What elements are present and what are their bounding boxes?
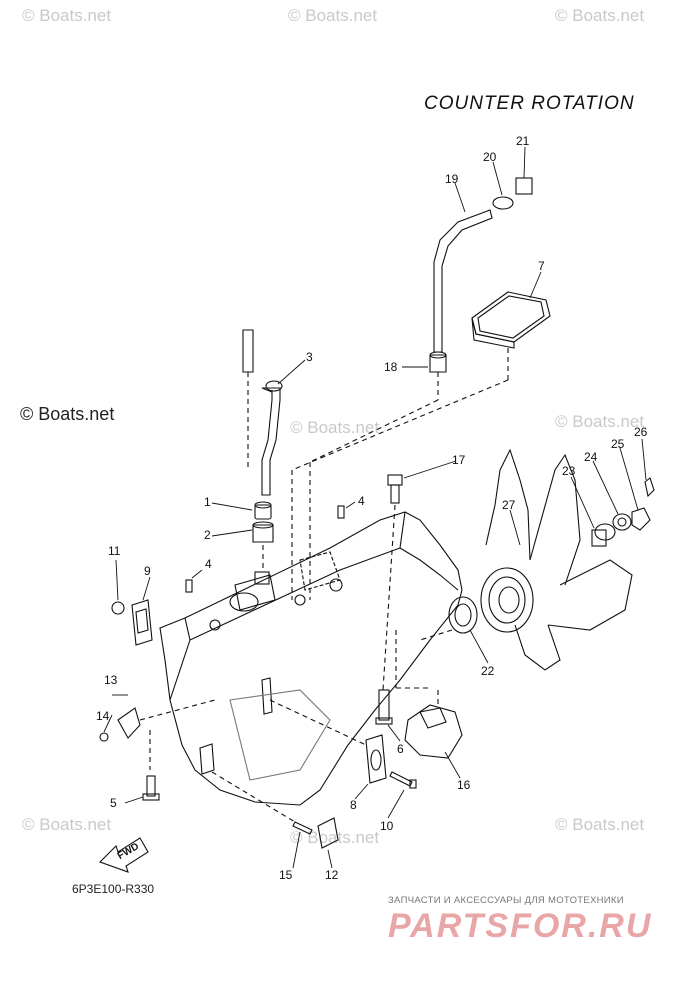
part-number-label: 21 — [516, 134, 530, 148]
shop-logo: PARTSFOR.RU — [388, 907, 653, 945]
part-number-label: 24 — [584, 450, 598, 464]
anode-8 — [269, 699, 387, 784]
part-number-label: 4 — [205, 557, 212, 571]
part-number-label: 6 — [397, 742, 404, 756]
diagram-title: COUNTER ROTATION — [424, 93, 635, 114]
part-number-label: 19 — [445, 172, 459, 186]
part-number-label: 9 — [144, 564, 151, 578]
shift-rod-assembly — [429, 177, 533, 400]
part-number-label: 3 — [306, 350, 313, 364]
part-number-label: 22 — [481, 664, 495, 678]
part-number-label: 16 — [457, 778, 471, 792]
part-number-label: 8 — [350, 798, 357, 812]
watermark: © Boats.net — [22, 815, 112, 834]
water-tube-assembly — [242, 329, 283, 585]
credit-label: © Boats.net — [20, 404, 115, 424]
part-number-label: 26 — [634, 425, 648, 439]
bolt-17 — [382, 474, 403, 691]
part-number-label: 27 — [502, 498, 516, 512]
part-number-label: 2 — [204, 528, 211, 542]
seal-22 — [419, 596, 478, 641]
part-number-label: 15 — [279, 868, 293, 882]
propeller-27 — [480, 448, 633, 671]
cover-16 — [404, 690, 463, 759]
bolt-5 — [142, 775, 160, 801]
part-number-label: 13 — [104, 673, 118, 687]
part-number-label: 5 — [110, 796, 117, 810]
part-number-label: 4 — [358, 494, 365, 508]
propeller-hardware — [591, 477, 655, 547]
anode-12 — [317, 817, 339, 849]
part-number-label: 18 — [384, 360, 398, 374]
watermark: © Boats.net — [555, 412, 645, 431]
part-number-label: 17 — [452, 453, 466, 467]
part-number-label: 7 — [538, 259, 545, 273]
part-number-label: 1 — [204, 495, 211, 509]
trim-tab-13 — [99, 699, 216, 770]
anode-9 — [111, 599, 153, 646]
watermark: © Boats.net — [290, 418, 380, 437]
part-number-label: 25 — [611, 437, 625, 451]
bolt-6 — [375, 630, 432, 725]
fwd-arrow-icon — [98, 837, 149, 873]
part-number-label: 11 — [108, 544, 121, 558]
watermark: © Boats.net — [555, 6, 645, 25]
leader-lines — [103, 146, 647, 869]
pin-4-upper — [337, 505, 345, 519]
diagram-code: 6P3E100-R330 — [72, 882, 155, 896]
part-number-label: 23 — [562, 464, 576, 478]
gasket-7 — [291, 291, 551, 600]
watermark: © Boats.net — [290, 828, 380, 847]
part-number-label: 12 — [325, 868, 339, 882]
watermark: © Boats.net — [288, 6, 378, 25]
watermark: © Boats.net — [22, 6, 112, 25]
lower-casing — [159, 511, 463, 806]
screw-10 — [389, 771, 417, 789]
part-number-label: 20 — [483, 150, 497, 164]
shop-tagline: ЗАПЧАСТИ И АКСЕССУАРЫ ДЛЯ МОТОТЕХНИКИ — [388, 895, 624, 906]
part-number-label: 10 — [380, 819, 394, 833]
watermark: © Boats.net — [555, 815, 645, 834]
part-number-label: 14 — [96, 709, 110, 723]
pin-4-lower — [185, 579, 193, 593]
screw-15 — [211, 771, 313, 835]
